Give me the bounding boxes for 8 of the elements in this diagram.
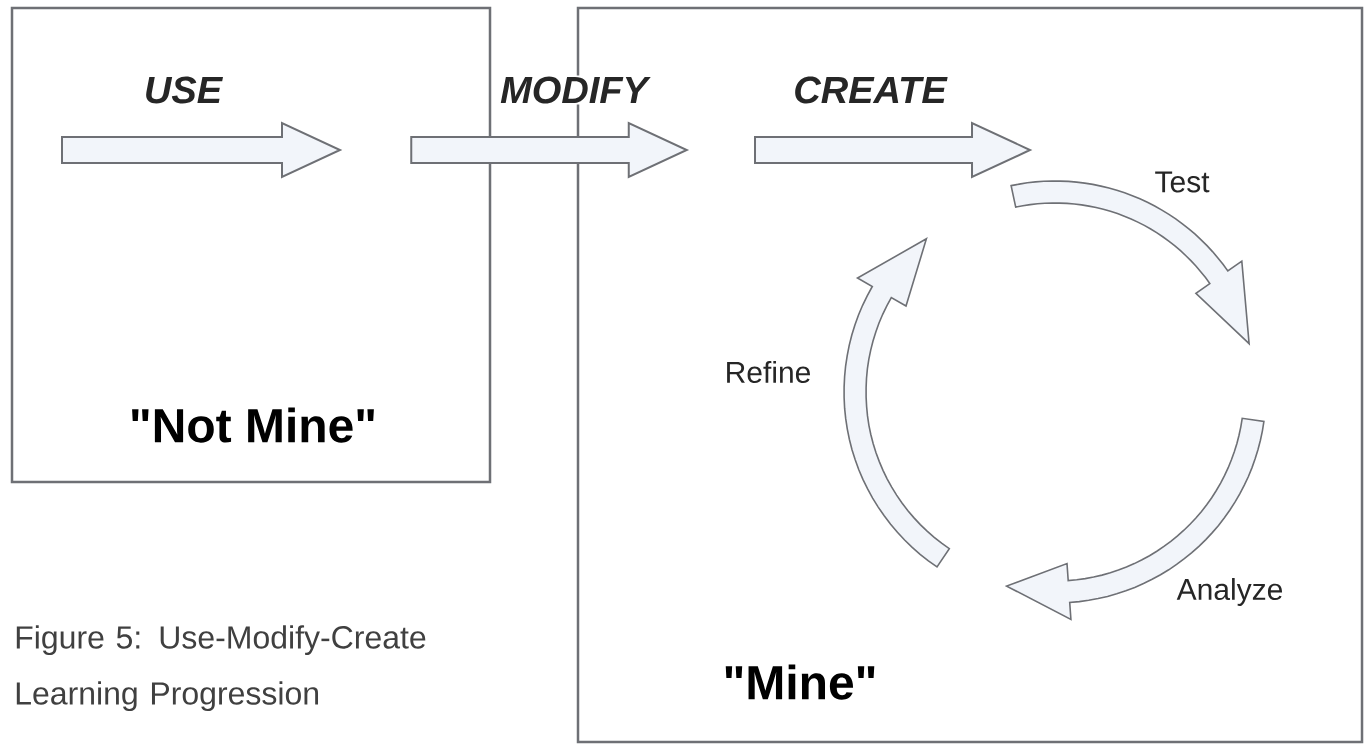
caption: Figure 5: Use-Modify-Create Learning Progression — [16, 625, 426, 712]
step-label: Analyze — [1176, 578, 1283, 606]
stage-label: USE — [146, 76, 223, 104]
block-arrow — [410, 121, 690, 179]
stage-label: CREATE — [795, 76, 948, 104]
step-label: Refine — [727, 361, 810, 384]
stage-label: MODIFY — [499, 75, 651, 105]
step-label: Test — [1155, 171, 1210, 193]
